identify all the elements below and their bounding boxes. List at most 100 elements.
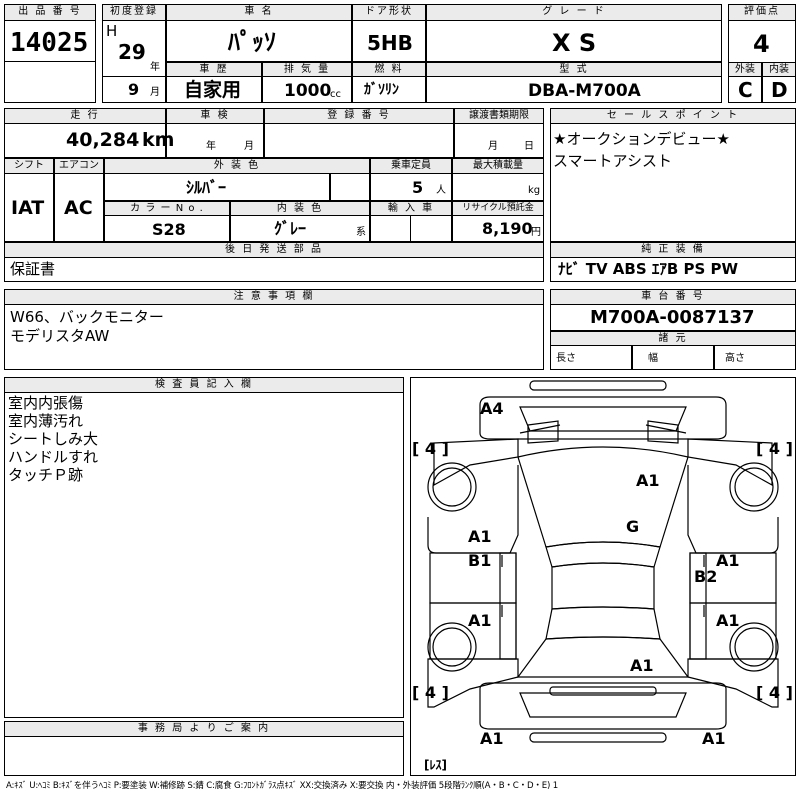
later-label: 後 日 発 送 部 品 <box>4 242 544 258</box>
recycle-label: リサイクル預託金 <box>452 201 544 216</box>
model-value: DBA-M700A <box>528 81 641 101</box>
dim-len: 長さ <box>556 353 576 364</box>
color-spare <box>330 173 370 201</box>
legend: A:ｷｽﾞ U:ﾍｺﾐ B:ｷｽﾞを伴うﾍｺﾐ P:要塗装 W:補修跡 S:錆 … <box>6 781 558 791</box>
int-label: 内装 <box>762 62 796 77</box>
mark-right-door-b2: B2 <box>694 567 718 586</box>
mark-rear-right: A1 <box>702 729 726 748</box>
model-label: 型 式 <box>426 62 722 77</box>
equip-value: ﾅﾋﾞ TV ABS ｴｱB PS PW <box>558 260 739 278</box>
dim-len-box <box>550 345 632 370</box>
chassis-value: M700A-0087137 <box>590 307 755 328</box>
shift-label: シフト <box>4 158 54 174</box>
caution-line-1: W66、バックモニター <box>10 308 164 326</box>
chassis-box <box>550 304 796 331</box>
tire-rear-left: [ 4 ] <box>412 683 449 702</box>
car-diagram <box>427 380 779 743</box>
colorno-label: カ ラ ー N o . <box>104 201 230 216</box>
capacity-box <box>370 173 452 201</box>
sales-line-2: スマートアシスト <box>553 152 672 170</box>
sales-line-1: ★オークションデビュー★ <box>553 130 730 148</box>
ext-grade: C <box>738 78 753 102</box>
diagram-box <box>410 377 796 776</box>
color-box <box>104 173 330 201</box>
mark-right-front-door: A1 <box>716 551 740 570</box>
equip-box <box>550 257 796 282</box>
shaken-year: 年 <box>206 141 216 152</box>
reg-type: 自家用 <box>184 79 242 101</box>
regno-label: 登 録 番 号 <box>264 108 454 124</box>
transfer-box <box>454 123 544 158</box>
disp-unit: cc <box>330 89 341 100</box>
mark-left-door-b1: B1 <box>468 551 492 570</box>
shaken-month: 月 <box>244 141 254 152</box>
caution-label: 注 意 事 項 欄 <box>4 289 544 305</box>
reg-year: 29 <box>118 40 146 64</box>
month-divider <box>102 76 166 77</box>
ext-box <box>728 76 762 103</box>
shaken-label: 車 検 <box>166 108 264 124</box>
tire-front-left: [ 4 ] <box>412 439 449 458</box>
mark-left-front-door: A1 <box>468 527 492 546</box>
mark-hood: A1 <box>636 471 660 490</box>
transfer-day: 日 <box>524 141 534 152</box>
equip-label: 純 正 装 備 <box>550 242 796 258</box>
name-label: 車 名 <box>166 4 352 21</box>
mark-right-rear-door: A1 <box>716 611 740 630</box>
lot-label: 出 品 番 号 <box>4 4 96 21</box>
sales-label: セ ー ル ス ポ イ ン ト <box>550 108 796 124</box>
maxload-label: 最大積載量 <box>452 158 544 174</box>
dim-wid: 幅 <box>648 353 658 364</box>
color-label: 外 装 色 <box>104 158 370 174</box>
later-box <box>4 257 544 282</box>
lot-number: 14025 <box>10 28 89 58</box>
shift-box <box>4 173 54 242</box>
ac-box <box>54 173 104 242</box>
mark-front-bumper: A4 <box>480 399 504 418</box>
reg-type-box <box>166 76 262 103</box>
intcolor-label: 内 装 色 <box>230 201 370 216</box>
grade-label: グ レ ー ド <box>426 4 722 21</box>
import-label: 輸 入 車 <box>370 201 452 216</box>
model-box <box>426 76 722 103</box>
car-name: ﾊﾟｯｿ <box>228 28 276 56</box>
intcolor-value: ｸﾞﾚｰ <box>274 219 307 238</box>
ac-label: エアコン <box>54 158 104 174</box>
dim-hgt-box <box>714 345 796 370</box>
month-unit: 月 <box>150 87 160 98</box>
shaken-box <box>166 123 264 158</box>
mileage-label: 走 行 <box>4 108 166 124</box>
capacity-label: 乗車定員 <box>370 158 452 174</box>
door-type: 5HB <box>367 31 413 55</box>
tire-front-right: [ 4 ] <box>756 439 793 458</box>
shift-value: IAT <box>11 197 45 219</box>
color-value: ｼﾙﾊﾞｰ <box>186 178 227 197</box>
intcolor-unit: 系 <box>356 227 366 238</box>
mileage-box <box>4 123 166 158</box>
inspector-line-3: シートしみ大 <box>8 430 99 448</box>
mark-trunk: A1 <box>630 656 654 675</box>
tire-rear-right: [ 4 ] <box>756 683 793 702</box>
import-box <box>370 215 452 242</box>
maxload-unit: kg <box>528 185 541 196</box>
disp-label: 排 気 量 <box>262 62 352 77</box>
recycle-unit: 円 <box>531 227 541 238</box>
era-letter: H <box>106 22 118 40</box>
fuel-box <box>352 76 426 103</box>
mark-left-rear-door: A1 <box>468 611 492 630</box>
fuel-label: 燃 料 <box>352 62 426 77</box>
year-unit: 年 <box>150 62 160 73</box>
regno-box <box>264 123 454 158</box>
fuel-value: ｶﾞｿﾘﾝ <box>364 82 399 98</box>
inspector-label: 検 査 員 記 入 欄 <box>4 377 404 393</box>
inspector-line-2: 室内薄汚れ <box>8 412 84 430</box>
sales-box <box>550 123 796 242</box>
mark-glass: G <box>626 517 640 536</box>
chassis-label: 車 台 番 号 <box>550 289 796 305</box>
first-reg-label: 初度登録 <box>102 4 166 21</box>
dim-wid-box <box>632 345 714 370</box>
lot-sub <box>4 61 96 103</box>
score-label: 評価点 <box>728 4 796 21</box>
int-grade: D <box>771 78 788 102</box>
dim-hgt: 高さ <box>725 353 745 364</box>
